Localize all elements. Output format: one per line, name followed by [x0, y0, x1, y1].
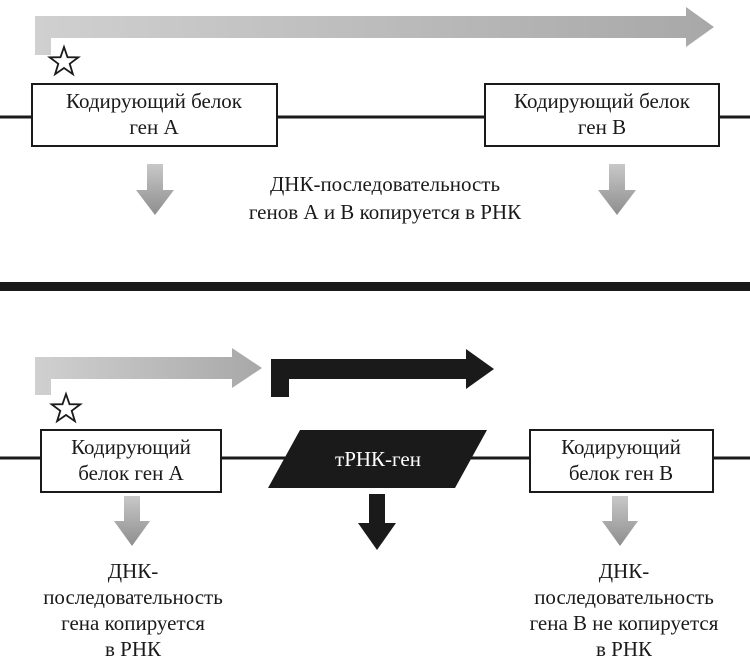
top-gene-a-box: Кодирующий белок ген А — [31, 83, 278, 147]
top-panel: Кодирующий белок ген А Кодирующий белок … — [0, 7, 750, 224]
bottom-gene-a-box: Кодирующий белок ген А — [40, 429, 222, 493]
bottom-gene-b-label-line2: белок ген В — [569, 461, 673, 485]
bottom-promoter-star-icon — [49, 391, 83, 424]
top-gene-b-box: Кодирующий белок ген В — [484, 83, 720, 147]
bottom-caption-a-line3: гена копируется — [61, 611, 205, 635]
bottom-gene-b-down-arrow — [602, 496, 638, 546]
top-gene-a-label-line1: Кодирующий белок — [66, 89, 243, 113]
top-gene-b-label-line2: ген В — [578, 115, 626, 139]
top-transcription-arrow — [35, 7, 714, 55]
bottom-caption-a-line1: ДНК- — [108, 559, 159, 583]
top-caption-line1: ДНК-последовательность — [270, 172, 500, 196]
bottom-caption-a-line2: последовательность — [43, 585, 223, 609]
bottom-gene-b-box: Кодирующий белок ген В — [529, 429, 714, 493]
top-caption-line2: генов А и В копируется в РНК — [249, 200, 522, 224]
bottom-gene-b-caption: ДНК- последовательность гена В не копиру… — [530, 559, 719, 660]
bottom-caption-a-line4: в РНК — [105, 637, 162, 660]
bottom-caption-b-line3: гена В не копируется — [530, 611, 719, 635]
top-gene-b-label-line1: Кодирующий белок — [514, 89, 691, 113]
bottom-gene-b-label-line1: Кодирующий — [561, 435, 681, 459]
bottom-trna-transcription-arrow — [271, 349, 494, 397]
bottom-gene-a-label-line2: белок ген А — [78, 461, 184, 485]
bottom-gene-a-caption: ДНК- последовательность гена копируется … — [43, 559, 223, 660]
bottom-gene-a-label-line1: Кодирующий — [71, 435, 191, 459]
panel-divider — [0, 282, 750, 291]
bottom-caption-b-line2: последовательность — [534, 585, 714, 609]
bottom-caption-b-line4: в РНК — [596, 637, 653, 660]
top-gene-b-down-arrow — [598, 164, 636, 215]
bottom-caption-b-line1: ДНК- — [599, 559, 650, 583]
bottom-trna-gene-box: тРНК-ген — [268, 430, 487, 488]
bottom-gene-a-transcription-arrow — [35, 348, 262, 395]
bottom-panel: Кодирующий белок ген А тРНК-ген Кодирующ… — [0, 348, 750, 660]
bottom-trna-gene-label: тРНК-ген — [335, 447, 421, 471]
top-gene-a-down-arrow — [136, 164, 174, 215]
bottom-gene-a-down-arrow — [114, 496, 150, 546]
top-gene-a-label-line2: ген А — [129, 115, 179, 139]
top-promoter-star-icon — [47, 44, 81, 77]
bottom-trna-down-arrow — [358, 494, 396, 550]
